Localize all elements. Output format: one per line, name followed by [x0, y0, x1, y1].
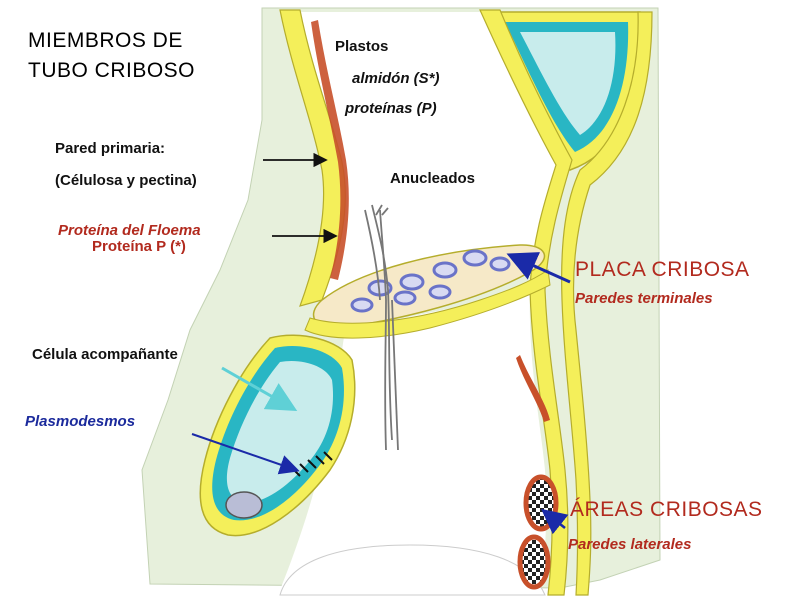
sieve-area-upper [523, 474, 559, 532]
right-cell-wall [479, 9, 573, 596]
label-almidon: almidón (S*) [352, 70, 440, 87]
label-placa-cribosa: PLACA CRIBOSA [575, 258, 750, 281]
arrow-celula-acompanante [221, 366, 298, 411]
companion-nucleus [225, 491, 263, 519]
sieve-plate-rim [304, 269, 551, 339]
phloem-protein-strip [311, 20, 349, 280]
sieve-pores [350, 249, 511, 313]
right-protein-strip [516, 355, 550, 422]
title-line-1: MIEMBROS DE [28, 29, 183, 52]
title-line-2: TUBO CRIBOSO [28, 59, 196, 82]
label-plastos: Plastos [335, 38, 389, 55]
outer-right-wall [561, 11, 653, 596]
label-plasmodesmos: Plasmodesmos [25, 413, 136, 430]
label-celulosa: (Célulosa y pectina) [55, 172, 197, 189]
label-anucleados: Anucleados [390, 170, 476, 187]
label-pared-primaria: Pared primaria: [55, 140, 166, 157]
arrow-placa-cribosa [506, 252, 571, 284]
label-proteinas: proteínas (P) [345, 100, 437, 117]
label-areas-cribosas: ÁREAS CRIBOSAS [570, 498, 763, 521]
sieve-area-lower [517, 534, 551, 590]
p-protein-filaments [364, 204, 399, 451]
arrow-areas-cribosas [541, 508, 569, 535]
label-paredes-laterales: Paredes laterales [568, 536, 692, 553]
upper-right-cell-vacuole [520, 32, 616, 135]
label-paredes-terminales: Paredes terminales [575, 290, 713, 307]
label-proteina-floema: Proteína del Floema [58, 222, 201, 239]
label-proteina-p: Proteína P (*) [92, 238, 186, 255]
label-celula-acompanante: Célula acompañante [32, 346, 178, 363]
sieve-tube-lumen-upper [300, 12, 568, 300]
companion-cell-vacuole [226, 360, 334, 503]
arrow-plasmodesmos [191, 433, 300, 475]
